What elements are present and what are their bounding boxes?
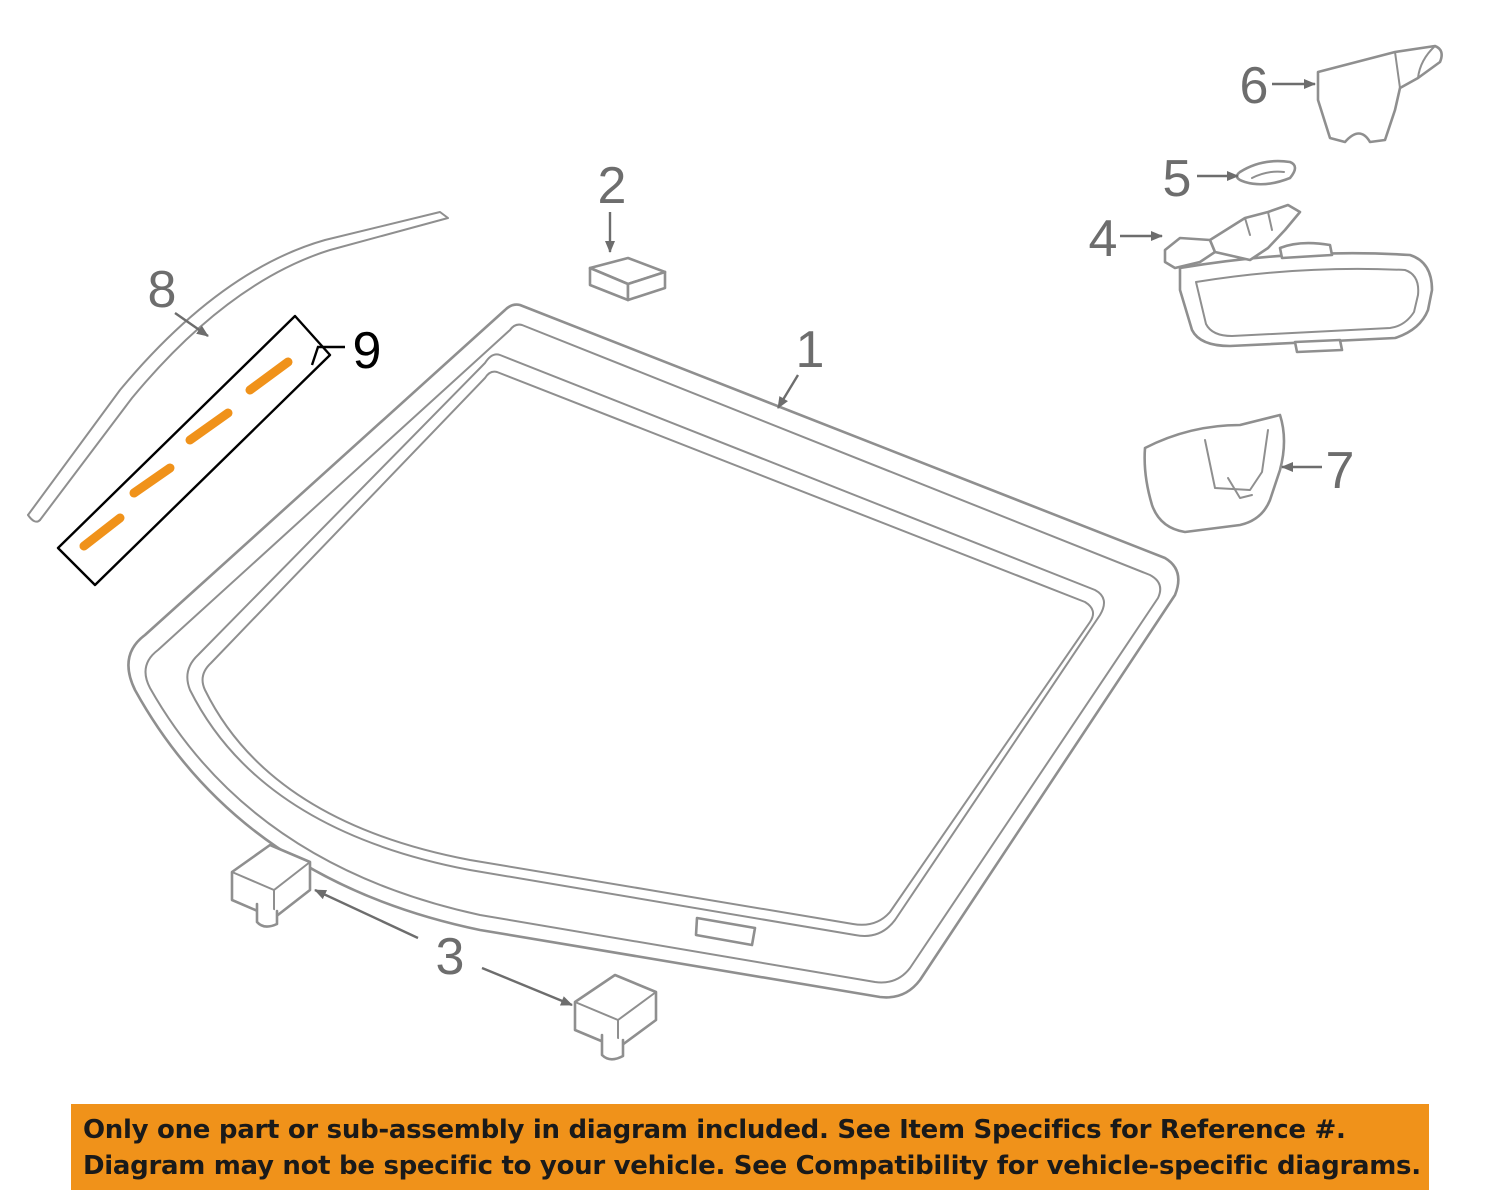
callout-9: 9 [353,322,382,380]
disclaimer-banner: Only one part or sub-assembly in diagram… [71,1104,1429,1190]
foam-pad [588,256,667,302]
callout-6: 6 [1240,57,1269,115]
disclaimer-line-1: Only one part or sub-assembly in diagram… [83,1115,1346,1145]
callout-3: 3 [436,928,465,986]
mirror-cover-upper [1316,44,1443,144]
tape-strip [245,357,293,395]
tape-strip [129,463,175,498]
callout-8: 8 [148,261,177,319]
mount-gasket [1235,159,1297,186]
callout-1: 1 [796,321,825,379]
tape-strip [185,408,233,445]
retainer-clip-upper [230,843,312,928]
callout-2: 2 [598,157,627,215]
adhesive-tape-kit [56,314,332,587]
callout-5: 5 [1163,150,1192,208]
parts-diagram: 1 2 3 4 5 6 7 8 9 [27,44,1443,1061]
callout-4: 4 [1089,210,1118,268]
callout-7: 7 [1326,442,1355,500]
tape-strip [79,513,125,551]
rearview-mirror [1163,203,1434,354]
mirror-cover-lower [1143,413,1286,534]
retainer-clip-lower [573,973,658,1061]
pillar-molding [27,211,449,523]
disclaimer-line-2: Diagram may not be specific to your vehi… [83,1151,1421,1181]
